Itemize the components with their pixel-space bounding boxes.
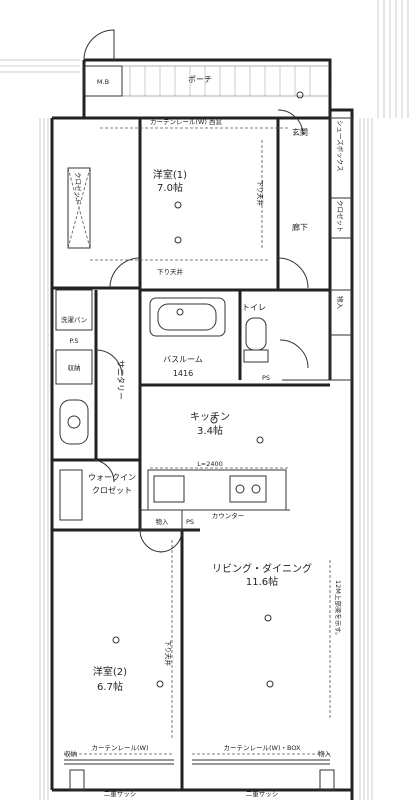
- curtain-bottom-left: カーテンレール(W): [92, 744, 149, 752]
- notes: カーテンレール(W) 西窓 カーテンレール(W) カーテンレール(W)・BOX …: [92, 117, 344, 798]
- light-markers: [112, 91, 304, 688]
- entrance-label: 玄関: [292, 127, 308, 137]
- porch-label: ポーチ: [188, 75, 212, 84]
- bath-fixtures: [59, 297, 269, 445]
- storage-small1-label: 収納: [64, 749, 77, 758]
- ldk-size: 11.6帖: [246, 575, 278, 588]
- hall-label: 廊下: [292, 222, 308, 232]
- closet2-label: クロゼット: [336, 200, 345, 233]
- curtain-bottom-right: カーテンレール(W)・BOX: [224, 744, 302, 752]
- closet1-label: クロゼット: [74, 172, 83, 205]
- toilet-label: トイレ: [242, 303, 266, 312]
- kitchen-length: L=2400: [197, 460, 223, 468]
- bedroom1-name: 洋室(1): [153, 168, 187, 181]
- porch-area: [83, 29, 330, 97]
- storage-mid-label: 物入: [156, 517, 170, 526]
- ps1-label: P.S: [69, 337, 78, 345]
- sash-left: 二重サッシ: [104, 790, 137, 798]
- kitchen-size: 3.4帖: [197, 424, 223, 437]
- kitchen-fixtures: [147, 467, 290, 511]
- mb-label: M.B: [97, 78, 109, 86]
- ldk-name: リビング・ダイニング: [212, 562, 312, 575]
- sash-right: 二重サッシ: [246, 790, 279, 798]
- shoebox-label: シューズボックス: [336, 120, 345, 171]
- sanitary-label: サニタリー: [116, 360, 125, 400]
- bedroom2-size: 6.7帖: [97, 680, 123, 693]
- ceiling-down-bed2: 下り天井: [164, 640, 173, 667]
- ps3-label: PS: [262, 374, 270, 382]
- ceiling-down-side: 下り天井: [256, 180, 265, 207]
- ps2-label: PS: [186, 518, 194, 526]
- doors: [91, 109, 309, 553]
- wic-line2: クロゼット: [92, 485, 132, 495]
- storage-small2-label: 物入: [318, 749, 332, 758]
- lowered-ceiling-lines: [90, 140, 331, 740]
- bedroom1-size: 7.0帖: [157, 181, 183, 194]
- kitchen-name: キッチン: [190, 411, 230, 423]
- neighbour-hatch: [0, 0, 409, 800]
- windows: [64, 127, 335, 791]
- storage-boxes: [55, 117, 353, 531]
- bath-size: 1416: [173, 369, 193, 378]
- bath-name: バスルーム: [163, 355, 203, 364]
- room-labels: 洋室(1) 7.0帖 洋室(2) 6.7帖 リビング・ダイニング 11.6帖 キ…: [61, 75, 345, 758]
- ceiling-down-top: 下り天井: [157, 267, 184, 276]
- storage-right-label: 物入: [336, 296, 345, 310]
- interior-walls: [52, 118, 332, 790]
- wic-line1: ウォークイン: [88, 473, 136, 482]
- beam-note: 12M上部梁を示す。: [334, 580, 343, 639]
- storage-laundry-label: 収納: [68, 363, 81, 372]
- bedroom2-name: 洋室(2): [93, 665, 127, 678]
- counter-label: カウンター: [212, 511, 245, 520]
- laundry-pan-label: 洗濯パン: [61, 315, 87, 324]
- curtain-top: カーテンレール(W) 西窓: [150, 117, 223, 126]
